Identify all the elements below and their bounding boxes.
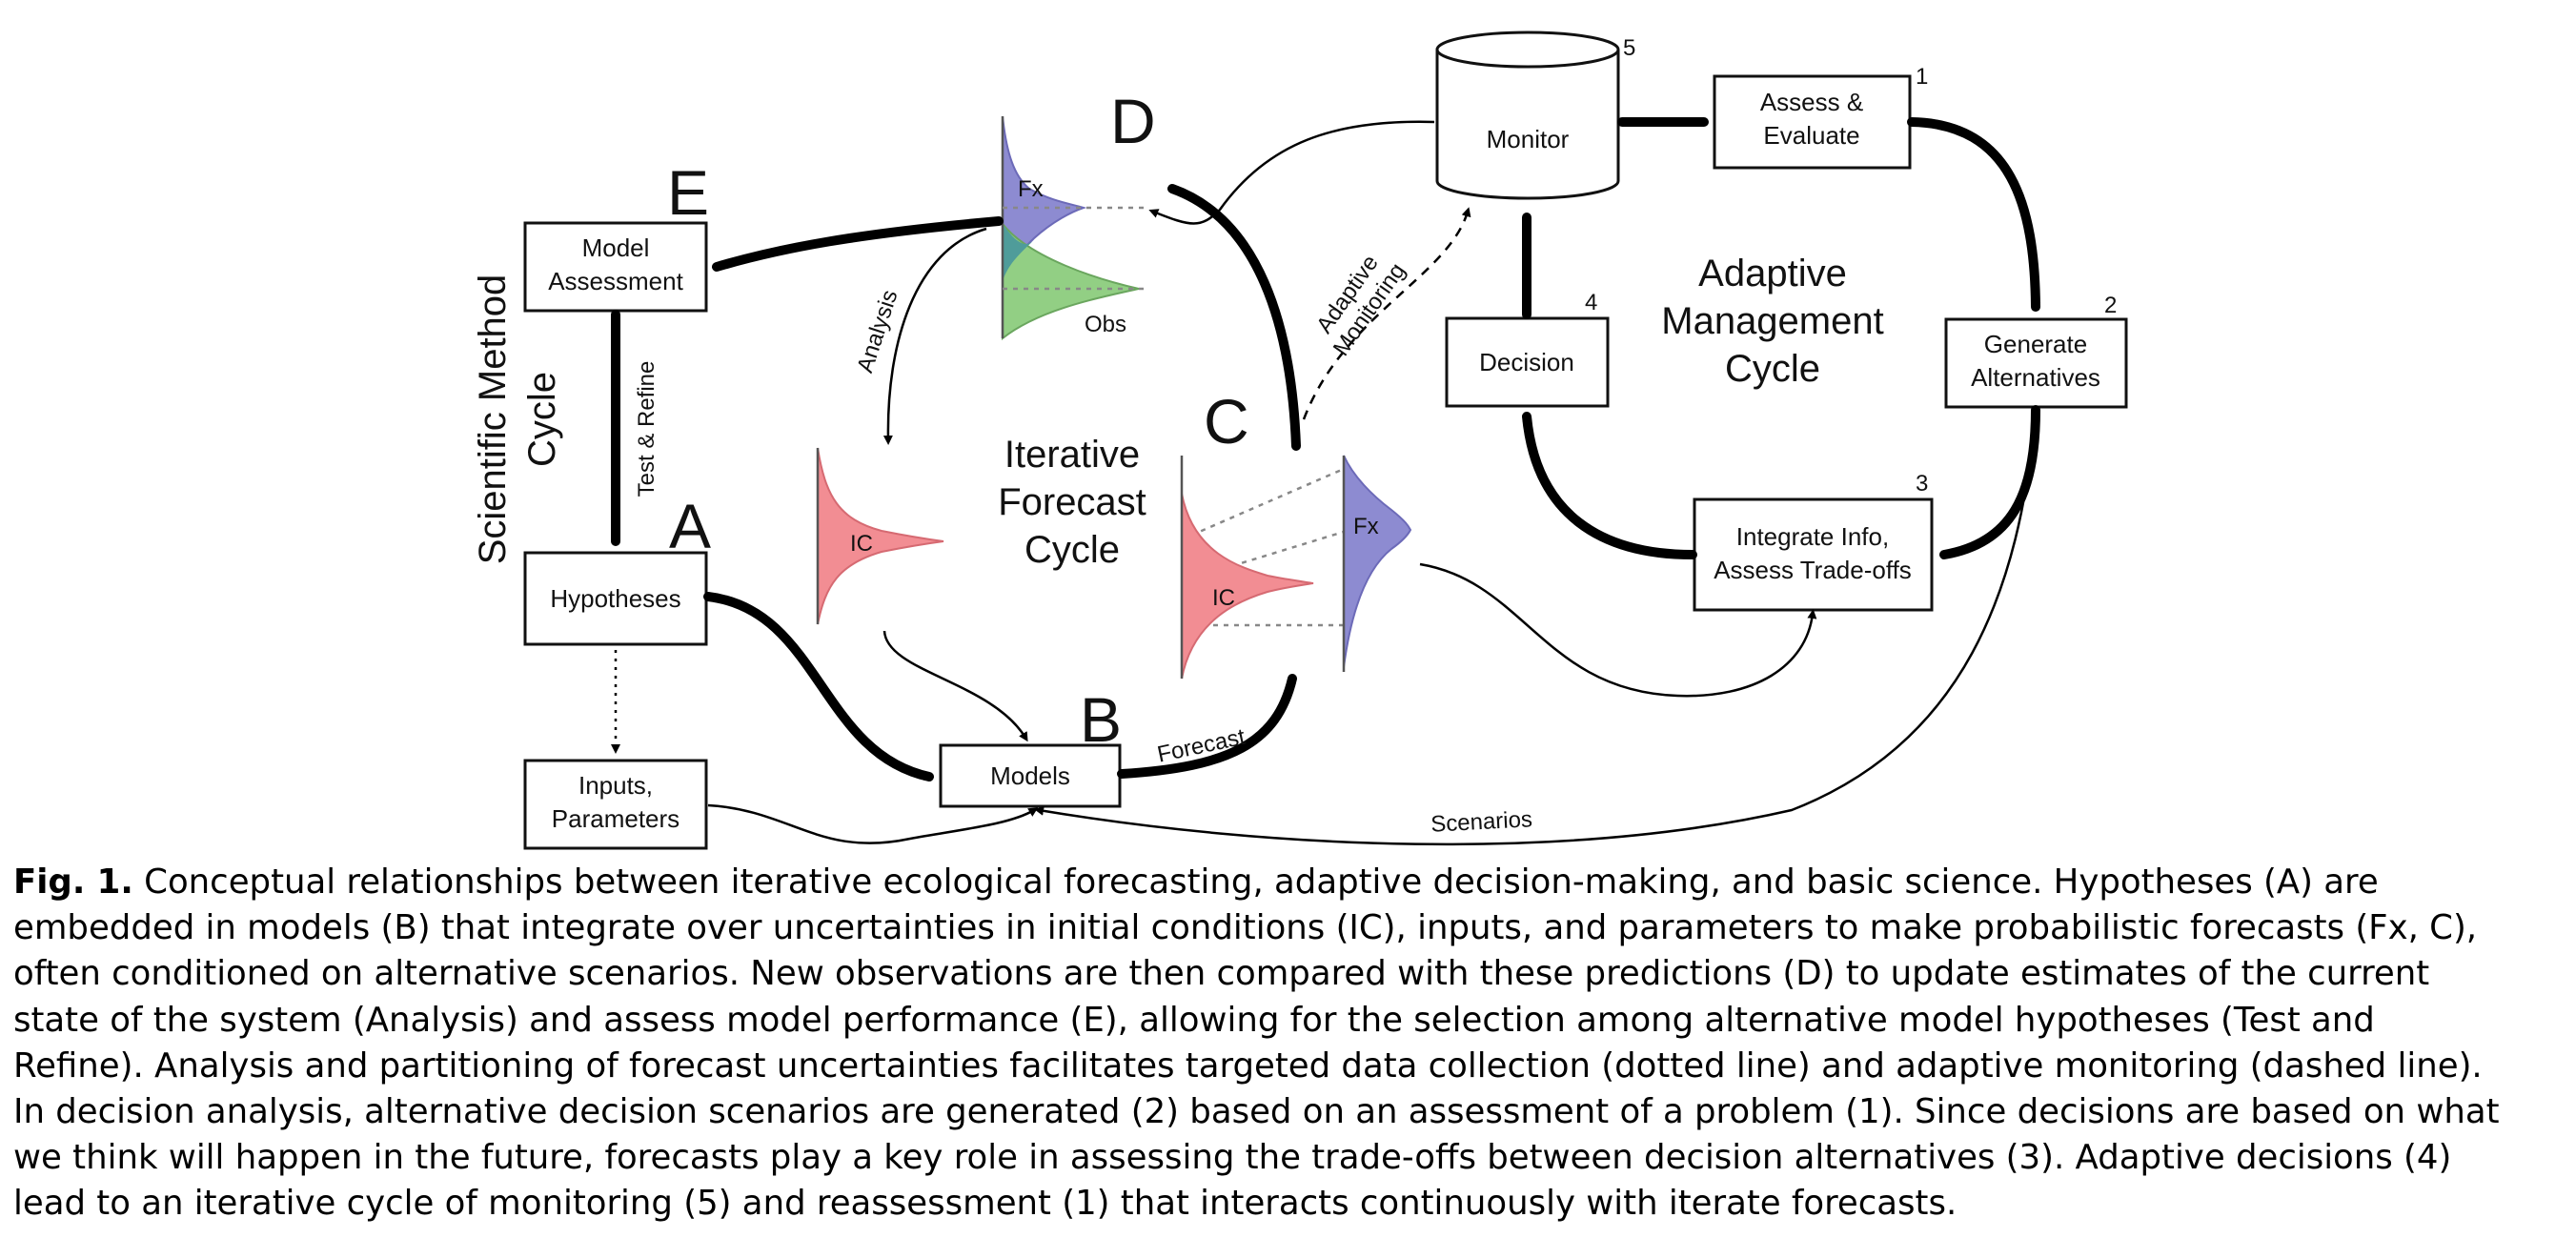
panel-letter-b: B	[1080, 684, 1122, 755]
svg-text:Assess &: Assess &	[1760, 88, 1863, 116]
svg-text:Inputs,: Inputs,	[578, 771, 653, 800]
adaptive-monitoring-label: Adaptive Monitoring	[1311, 251, 1410, 361]
svg-text:Assess Trade-offs: Assess Trade-offs	[1714, 556, 1912, 584]
caption-line: lead to an iterative cycle of monitoring…	[13, 1184, 1957, 1224]
step-number-1: 1	[1916, 64, 1928, 90]
step-number-4: 4	[1585, 290, 1597, 315]
svg-text:Scientific Method: Scientific Method	[472, 274, 514, 565]
model-assessment-box: Model Assessment	[523, 221, 708, 313]
inputs-parameters-box: Inputs, Parameters	[523, 759, 708, 850]
decision-box: Decision	[1445, 316, 1610, 408]
svg-text:Alternatives: Alternatives	[1971, 363, 2100, 392]
conceptual-diagram: Model Assessment Hypotheses Inputs, Para…	[472, 30, 2128, 850]
panel-letter-e: E	[667, 157, 709, 228]
arrow-monitor-to-observation	[1148, 120, 1435, 225]
svg-text:IC: IC	[1212, 585, 1235, 611]
svg-text:Cycle: Cycle	[521, 372, 563, 467]
caption-line: Fig. 1. Conceptual relationships between…	[13, 863, 2379, 902]
arrow-generate-to-integrate	[1939, 405, 2040, 559]
figure-caption: Fig. 1. Conceptual relationships between…	[13, 860, 2567, 1228]
arrow-inputs-to-models	[707, 803, 1039, 844]
caption-line: embedded in models (B) that integrate ov…	[13, 908, 2478, 948]
step-number-3: 3	[1916, 471, 1928, 497]
svg-text:Cycle: Cycle	[1725, 348, 1820, 390]
svg-text:Management: Management	[1661, 300, 1883, 342]
caption-line: often conditioned on alternative scenari…	[13, 954, 2430, 994]
svg-text:Generate: Generate	[1984, 330, 2087, 358]
scientific-method-cycle-label: Scientific Method Cycle	[472, 274, 563, 565]
scenarios-label: Scenarios	[1430, 806, 1533, 838]
initial-condition-distribution: IC	[816, 447, 944, 625]
panel-letter-a: A	[669, 491, 711, 561]
arrow-assess-to-generate	[1907, 117, 2040, 312]
forecast-vs-observation-distributions: Fx Obs	[1001, 115, 1148, 341]
svg-text:Adaptive: Adaptive	[1698, 253, 1847, 294]
assess-evaluate-box: Assess & Evaluate	[1713, 74, 1912, 170]
figure-label: Fig. 1.	[13, 863, 133, 902]
arrow-scenarios	[1034, 409, 2038, 846]
forecast-propagation-distributions: IC Fx	[1180, 455, 1412, 680]
svg-text:Decision: Decision	[1479, 348, 1574, 376]
svg-text:Fx: Fx	[1018, 176, 1044, 202]
arrow-integrate-to-decision	[1522, 412, 1697, 559]
step-number-2: 2	[2104, 293, 2117, 318]
integrate-info-box: Integrate Info, Assess Trade-offs	[1693, 497, 1934, 612]
svg-text:Hypotheses: Hypotheses	[550, 584, 680, 613]
arrow-forecast-to-integrate	[1419, 562, 1817, 698]
panel-letter-c: C	[1204, 386, 1249, 457]
svg-text:Evaluate: Evaluate	[1763, 121, 1859, 150]
panel-letter-d: D	[1110, 86, 1156, 156]
generate-alternatives-box: Generate Alternatives	[1944, 317, 2128, 409]
svg-text:Parameters: Parameters	[552, 804, 679, 833]
svg-text:Integrate Info,: Integrate Info,	[1736, 522, 1889, 551]
svg-text:Forecast: Forecast	[998, 481, 1146, 523]
arrow-fx-to-model-assessment	[712, 216, 1004, 272]
analysis-label: Analysis	[852, 287, 903, 375]
test-refine-label: Test & Refine	[634, 361, 659, 497]
svg-text:Iterative: Iterative	[1004, 434, 1140, 476]
hypotheses-box: Hypotheses	[523, 551, 708, 646]
svg-text:Models: Models	[990, 761, 1070, 790]
svg-text:Obs: Obs	[1085, 312, 1126, 337]
svg-text:Assessment: Assessment	[548, 267, 683, 295]
arrow-analysis	[882, 227, 987, 445]
caption-line: Refine). Analysis and partitioning of fo…	[13, 1045, 2483, 1086]
iterative-forecast-cycle-label: Iterative Forecast Cycle	[998, 434, 1146, 571]
step-number-5: 5	[1623, 35, 1635, 61]
arrow-hypotheses-to-models	[703, 592, 934, 781]
monitor-cylinder: Monitor	[1435, 30, 1620, 200]
svg-text:Monitor: Monitor	[1487, 125, 1570, 153]
svg-text:Cycle: Cycle	[1024, 529, 1120, 571]
svg-text:Model: Model	[582, 233, 650, 262]
svg-text:Fx: Fx	[1353, 514, 1379, 539]
caption-line: state of the system (Analysis) and asses…	[13, 1000, 2375, 1040]
arrow-adaptive-monitoring	[1302, 207, 1471, 420]
arrow-models-to-forecast	[1117, 674, 1297, 779]
adaptive-management-cycle-label: Adaptive Management Cycle	[1661, 253, 1883, 390]
caption-line: In decision analysis, alternative decisi…	[13, 1092, 2500, 1132]
svg-text:IC: IC	[850, 531, 873, 557]
arrow-ic-to-models	[882, 630, 1028, 742]
caption-line: we think will happen in the future, fore…	[13, 1138, 2452, 1178]
arrow-forecast-to-observation	[1167, 184, 1301, 451]
